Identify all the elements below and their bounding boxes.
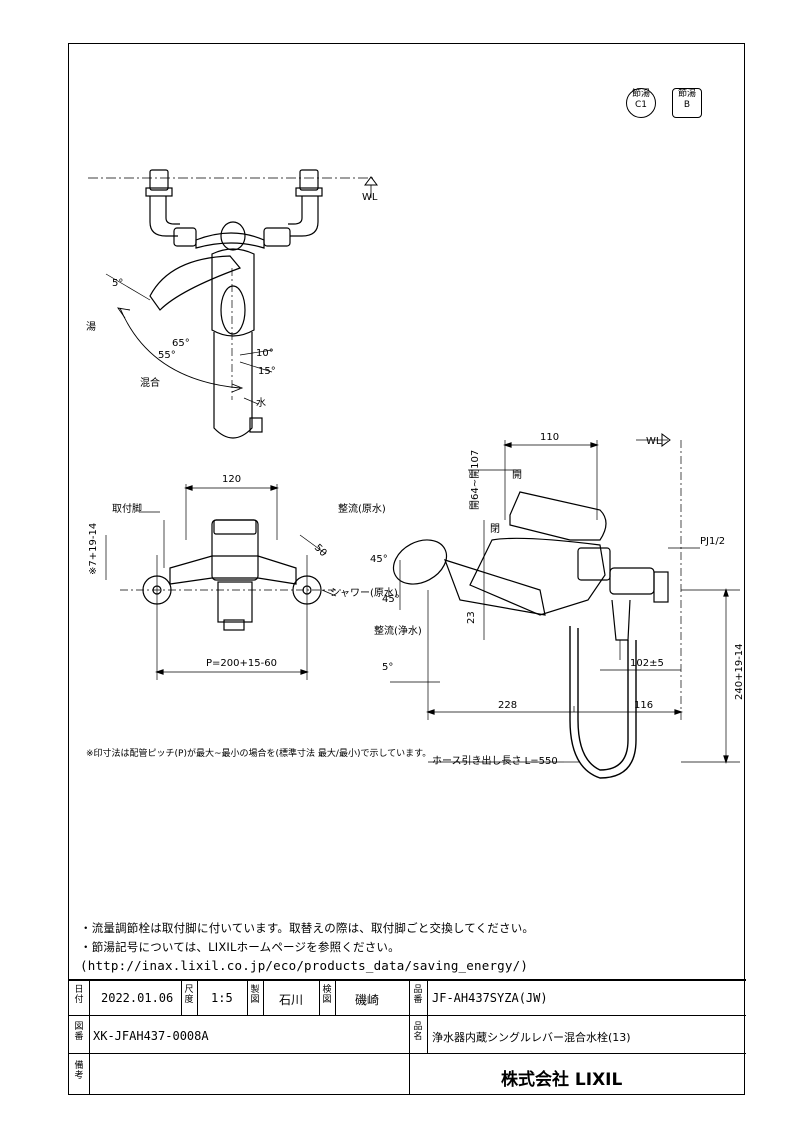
label-dim-120: 120 — [222, 474, 241, 485]
product-name: 浄水器内蔵シングルレバー混合水栓(13) — [432, 1031, 631, 1044]
label-hot: 湯 — [86, 320, 96, 333]
water-saving-mark-c1: 節湯 C1 — [626, 88, 656, 118]
mark-c1-bottom: C1 — [634, 100, 647, 110]
label-water: 水 — [256, 397, 266, 409]
front-view — [105, 484, 342, 680]
scale-value: 1:5 — [211, 991, 233, 1005]
label-angle-5b: 5° — [382, 662, 393, 673]
label-open: 開 — [512, 469, 522, 481]
footnote: ※印寸法は配管ピッチ(P)が最大~最小の場合を(標準寸法 最大/最小)で示してい… — [86, 747, 431, 759]
label-open-range: 開64~開107 — [469, 450, 481, 510]
note-line-1: ・流量調節栓は取付脚に付いています。取替えの際は、取付脚ごと交換してください。 — [80, 921, 535, 935]
label-dim-116: 116 — [634, 700, 653, 711]
drawing-number: XK-JFAH437-0008A — [93, 1029, 209, 1043]
label-dim-240: 240+19-14 — [734, 643, 745, 700]
label-flow-raw: 整流(原水) — [338, 502, 386, 515]
label-flow-filtered: 整流(浄水) — [374, 624, 422, 637]
scale-label: 尺度 — [184, 985, 194, 1005]
label-close: 閉 — [490, 523, 500, 535]
label-angle-55: 55° — [158, 350, 176, 361]
checked-value: 磯崎 — [355, 993, 380, 1007]
dimension-labels: WL 湯 混合 水 5° 65° 55° 10° 15° 120 取付脚 ※7+… — [86, 192, 745, 767]
note-line-3: (http://inax.lixil.co.jp/eco/products_da… — [80, 958, 529, 973]
remarks-label: 備考 — [74, 1061, 84, 1081]
label-hose-length: ホース引き出し長さ L=550 — [432, 754, 558, 767]
company-name: 株式会社 LIXIL — [501, 1070, 623, 1090]
label-dim-228: 228 — [498, 700, 517, 711]
label-angle-45a: 45° — [370, 554, 388, 565]
label-shower-raw: シャワー(原水) — [330, 587, 398, 599]
water-saving-mark-b: 節湯 B — [672, 88, 702, 118]
label-dim-50: 50 — [312, 542, 329, 559]
label-wl-right: WL — [646, 436, 662, 447]
label-wl-top: WL — [362, 192, 378, 203]
date-value: 2022.01.06 — [101, 991, 174, 1005]
top-view — [88, 169, 378, 439]
label-angle-5: 5° — [112, 278, 123, 289]
label-angle-10: 10° — [256, 348, 274, 359]
title-block: 日付 2022.01.06 尺度 1:5 製図 石川 検図 磯崎 品番 JF-A… — [68, 979, 746, 1095]
part-label: 品番 — [413, 985, 423, 1005]
drawing-no-label: 図番 — [74, 1022, 84, 1042]
label-pj: PJ1/2 — [700, 536, 725, 547]
checked-label: 検図 — [322, 985, 332, 1005]
side-view — [390, 433, 740, 779]
label-dim-102: 102±5 — [630, 658, 664, 669]
mark-b-top: 節湯 — [677, 89, 696, 99]
drawn-label: 製図 — [250, 985, 260, 1005]
label-dim-23: 23 — [466, 611, 477, 624]
label-angle-45b: 45° — [382, 594, 400, 605]
name-label: 品名 — [413, 1022, 423, 1042]
label-angle-15: 15° — [258, 366, 276, 377]
label-angle-65: 65° — [172, 338, 190, 349]
mark-c1-top: 節湯 — [631, 89, 650, 99]
part-number: JF-AH437SYZA(JW) — [432, 991, 548, 1005]
date-label: 日付 — [74, 985, 84, 1005]
label-mix: 混合 — [140, 376, 160, 389]
mark-b-bottom: B — [683, 100, 691, 110]
drawn-value: 石川 — [279, 993, 304, 1007]
label-dim-110: 110 — [540, 432, 559, 443]
label-tolerance: ※7+19-14 — [88, 523, 99, 575]
label-dim-p: P=200+15-60 — [206, 658, 277, 669]
note-line-2: ・節湯記号については、LIXILホームページを参照ください。 — [80, 940, 400, 954]
label-mount-leg: 取付脚 — [112, 502, 142, 515]
